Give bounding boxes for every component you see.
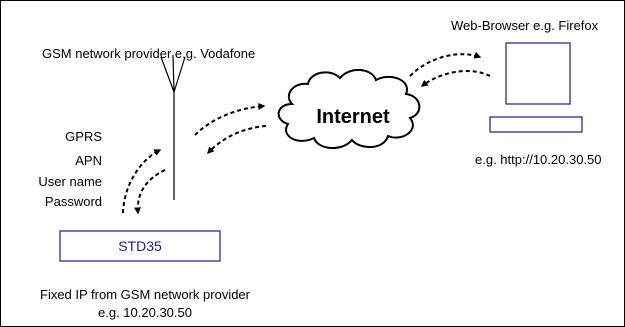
fixed-ip-label-line1: Fixed IP from GSM network provider <box>40 287 250 302</box>
gsm-provider-label: GSM network provider e.g. Vodafone <box>42 46 256 61</box>
dashed-double-arrow-icon <box>122 149 166 215</box>
user-name-label: User name <box>38 174 102 189</box>
std35-label: STD35 <box>118 238 162 254</box>
dashed-double-arrow-icon <box>409 51 491 87</box>
apn-label: APN <box>75 153 102 168</box>
internet-label: Internet <box>316 105 390 128</box>
dashed-double-arrow-icon <box>194 102 267 155</box>
web-browser-label: Web-Browser e.g. Firefox <box>451 18 599 33</box>
browser-url-label: e.g. http://10.20.30.50 <box>475 152 602 167</box>
fixed-ip-label-line2: e.g. 10.20.30.50 <box>98 305 192 320</box>
password-label: Password <box>44 194 102 209</box>
cloud-icon <box>277 69 421 149</box>
keyboard-icon <box>489 116 583 133</box>
std35-box <box>59 230 221 262</box>
antenna-icon <box>160 54 186 200</box>
gprs-label: GPRS <box>65 129 102 144</box>
computer-monitor-icon <box>505 42 571 105</box>
